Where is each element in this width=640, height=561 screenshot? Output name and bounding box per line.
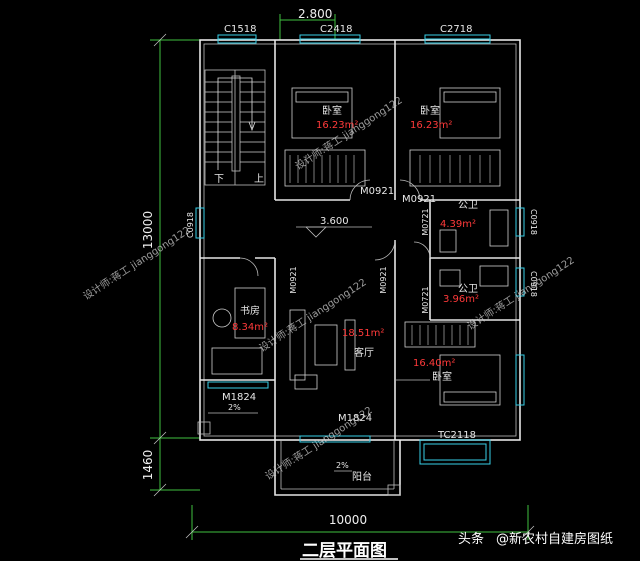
- drawing-title: 二层平面图: [302, 541, 387, 561]
- room-bedroom-bottom-area: 16.40m²: [413, 358, 455, 369]
- stair-down-label: 下: [214, 174, 224, 185]
- window-c0918-right-top-label: C0918: [529, 209, 538, 235]
- door-m0921-right-label: M0921: [379, 266, 388, 293]
- source-account: @新农村自建房图纸: [496, 531, 613, 547]
- window-c1518-label: C1518: [224, 24, 256, 35]
- window-c2718-label: C2718: [440, 24, 472, 35]
- level-upper-label: 3.600: [320, 216, 349, 227]
- watermark-left: 设计师:蒋工 jianggong122: [81, 223, 193, 302]
- window-c0918-right-bottom-label: C0918: [529, 271, 538, 297]
- window-c2418-label: C2418: [320, 24, 352, 35]
- dim-left-main: 13000: [141, 211, 155, 249]
- room-study-area: 8.34m²: [232, 322, 268, 333]
- room-bath-top-area: 4.39m²: [440, 219, 476, 230]
- watermark-bottom: 设计师:蒋工 jianggong122: [263, 403, 375, 482]
- window-c0918-left-label: C0918: [186, 212, 195, 238]
- dim-bottom: 10000: [329, 513, 367, 527]
- window-m1824-center-label: M1824: [338, 413, 372, 424]
- room-bath-bottom-area: 3.96m²: [443, 294, 479, 305]
- room-study-name: 书房: [240, 304, 260, 317]
- windows: [195, 34, 525, 465]
- room-bedroom-left-name: 卧室: [322, 104, 342, 117]
- slope-left-label: 2%: [228, 403, 241, 412]
- outer-walls: [197, 39, 521, 496]
- door-m0921-left-label: M0921: [289, 266, 298, 293]
- interior-walls: [200, 40, 520, 440]
- watermark-top: 设计师:蒋工 jianggong122: [293, 93, 405, 172]
- dimension-lines: [150, 14, 535, 540]
- door-m0921-a-label: M0921: [360, 186, 394, 197]
- room-bedroom-bottom-name: 卧室: [432, 370, 452, 383]
- door-m0721-a-label: M0721: [421, 208, 430, 235]
- room-living-area: 18.51m²: [342, 328, 384, 339]
- door-m0721-b-label: M0721: [421, 286, 430, 313]
- watermark-center: 设计师:蒋工 jianggong122: [257, 275, 369, 354]
- source-logo: 头条: [458, 531, 484, 547]
- room-bedroom-right-name: 卧室: [420, 104, 440, 117]
- furniture: [208, 87, 509, 472]
- door-m0921-b-label: M0921: [402, 194, 436, 205]
- window-tc2118-label: TC2118: [437, 430, 476, 441]
- window-m1824-left-label: M1824: [222, 392, 256, 403]
- dim-top: 2.800: [298, 7, 332, 21]
- room-bedroom-left-area: 16.23m²: [316, 120, 358, 131]
- stair-up-label: 上: [254, 173, 264, 185]
- dim-left-balcony: 1460: [141, 450, 155, 481]
- room-bath-top-name: 公卫: [458, 200, 478, 211]
- room-bath-bottom-name: 公卫: [458, 284, 478, 295]
- slope-balcony-label: 2%: [336, 461, 349, 470]
- room-living-name: 客厅: [354, 346, 374, 359]
- room-balcony-name: 阳台: [352, 470, 372, 483]
- room-bedroom-right-area: 16.23m²: [410, 120, 452, 131]
- staircase: [204, 69, 266, 186]
